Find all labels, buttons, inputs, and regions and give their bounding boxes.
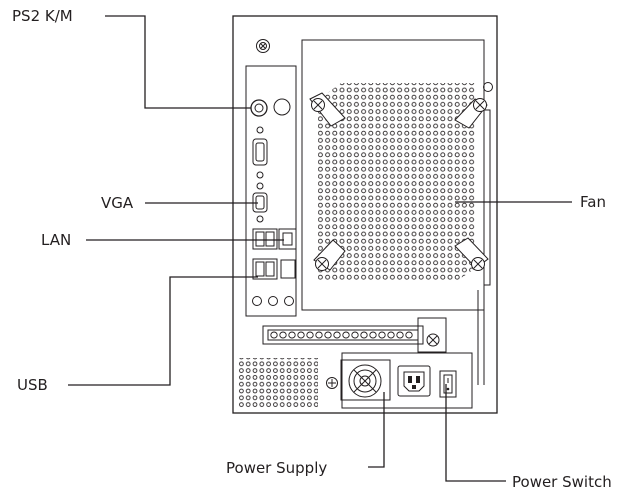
ps2-port [250, 98, 291, 117]
fan-grille [318, 83, 476, 280]
power-switch [439, 370, 457, 398]
slot-perforation [270, 331, 278, 339]
slot-perforation [315, 331, 323, 339]
slot-perforation [360, 331, 368, 339]
label-lan: LAN [41, 231, 71, 249]
slot-perforation [297, 331, 305, 339]
expansion-slot [262, 317, 447, 353]
vent-screw-icon [326, 377, 338, 389]
label-vga: VGA [101, 194, 134, 212]
fan-mount-screw [313, 239, 346, 271]
slot-perforation [342, 331, 350, 339]
fan-mount-screw [454, 237, 489, 271]
audio-jacks [252, 296, 294, 306]
label-ps2: PS2 K/M [12, 7, 73, 25]
power-switch-leader-line [445, 384, 506, 482]
thumbscrew-icon [256, 39, 270, 53]
slot-perforation [396, 331, 404, 339]
psu-fan-icon [348, 364, 382, 398]
fan-bracket [484, 109, 491, 286]
usb-ports [252, 258, 296, 280]
power-supply-leader-line [368, 392, 385, 468]
usb-lan-stack [252, 228, 297, 250]
slot-perforation [306, 331, 314, 339]
slot-perforation [288, 331, 296, 339]
psu-fan-frame [340, 359, 391, 401]
serial-port [252, 138, 268, 166]
slot-perforation [351, 331, 359, 339]
label-power-supply: Power Supply [226, 459, 327, 477]
leader-lines [68, 15, 572, 482]
screw-hole [256, 171, 264, 179]
slot-perforation [369, 331, 377, 339]
fan-cover [301, 39, 485, 311]
slot-perforation [378, 331, 386, 339]
power-supply [340, 352, 473, 409]
io-plate [245, 65, 297, 317]
fan-mount-screw [454, 98, 488, 129]
ps2-leader-line [105, 15, 251, 109]
label-power-switch: Power Switch [512, 473, 612, 491]
slot-perforation [279, 331, 287, 339]
label-usb: USB [17, 376, 48, 394]
usb-leader-line [68, 276, 258, 386]
screw-hole [256, 126, 264, 134]
slot-perforation [405, 331, 413, 339]
vent-grille [238, 358, 318, 408]
fan-mount-screw [309, 92, 346, 127]
screw-hole [483, 82, 493, 92]
power-inlet [397, 365, 431, 397]
chassis-outline [232, 15, 498, 414]
slot-perforation [324, 331, 332, 339]
fan [301, 39, 493, 385]
label-fan: Fan [580, 193, 606, 211]
chassis [232, 15, 498, 414]
slot-perforation [333, 331, 341, 339]
slot-perforation [387, 331, 395, 339]
bracket-screw-icon [426, 333, 440, 347]
